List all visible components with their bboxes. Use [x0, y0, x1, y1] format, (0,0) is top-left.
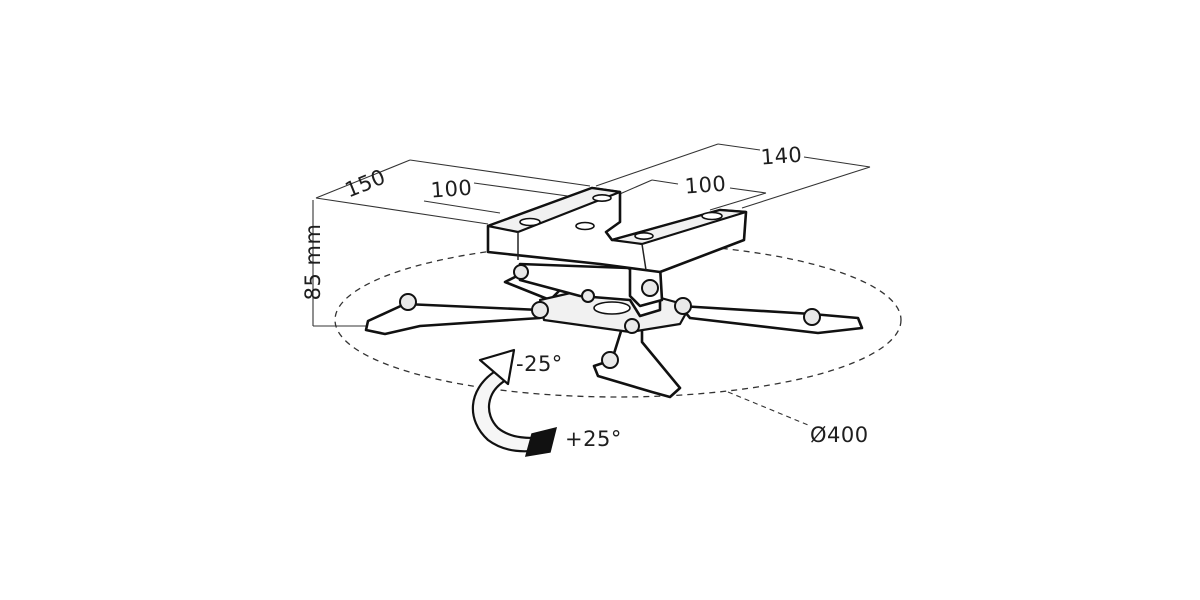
nut-front	[601, 351, 619, 369]
dimension-140-lines	[595, 143, 871, 209]
top-plate-hole-3	[592, 194, 612, 203]
diameter-leader-line	[727, 391, 809, 426]
top-plate-hole-1	[519, 217, 541, 227]
hinge-knob	[641, 279, 659, 297]
dimension-100-left-lines	[423, 182, 583, 214]
top-plate-hole-4	[701, 211, 723, 221]
rotation-negative-label: -25°	[516, 352, 563, 376]
dimension-150-label: 150	[342, 165, 390, 203]
nut-right-inner	[674, 297, 692, 315]
rotation-arrow	[471, 348, 558, 457]
top-plate-hole-5	[634, 232, 654, 241]
nut-center	[624, 318, 640, 334]
top-mounting-plate	[486, 186, 748, 274]
dimension-150-lines	[315, 159, 591, 225]
dimension-height-label: 85 mm	[301, 224, 325, 301]
base-plate-hole	[593, 301, 631, 315]
base-arm-right	[678, 304, 864, 335]
top-plate-hole-2	[575, 221, 595, 231]
nut-right-outer	[803, 308, 821, 326]
rotation-positive-label: +25°	[565, 427, 622, 451]
diameter-label: Ø400	[810, 423, 869, 447]
dimension-height-lines	[312, 200, 368, 327]
nut-back	[513, 264, 529, 280]
dimension-140-label: 140	[760, 143, 803, 170]
nut-left-outer	[399, 293, 417, 311]
dimension-100-right-label: 100	[684, 172, 727, 199]
base-arm-left	[364, 302, 542, 336]
nut-left-inner	[531, 301, 549, 319]
nut-base-small	[581, 289, 595, 303]
dimension-100-left-label: 100	[430, 176, 473, 203]
